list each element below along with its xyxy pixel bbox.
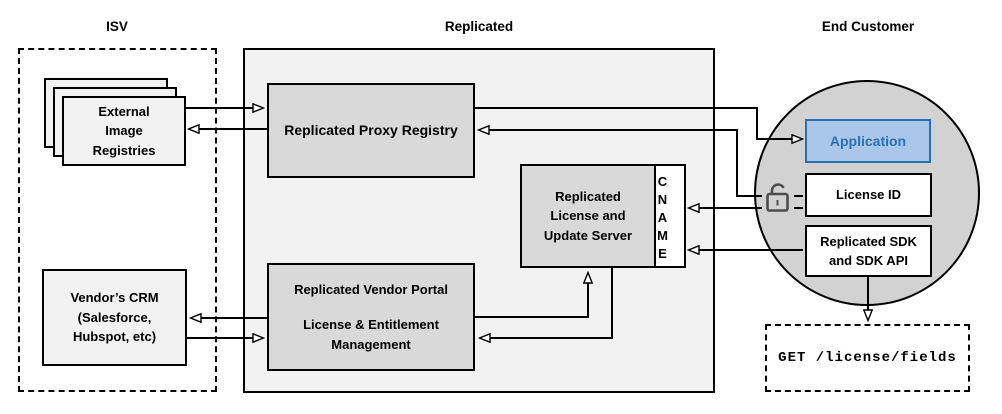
end-customer-section-title: End Customer [821,19,915,34]
get-endpoint-label: GET /license/fields [778,350,957,366]
vendor-portal-title: Replicated Vendor Portal [294,281,448,297]
license-update-server-node: Replicated License and Update Server [520,164,656,268]
license-id-node: License ID [805,173,932,217]
replicated-sdk-node: Replicated SDK and SDK API [805,225,932,277]
vendor-crm-node: Vendor’s CRM (Salesforce, Hubspot, etc) [42,269,187,366]
cname-strip: CNAME [654,164,686,268]
proxy-registry-node: Replicated Proxy Registry [267,83,475,178]
vendor-portal-subtitle: License & Entitlement Management [303,317,439,352]
external-image-registries-node: External Image Registries [62,96,186,166]
vendor-portal-node: Replicated Vendor Portal License & Entit… [267,263,475,371]
replicated-section-title: Replicated [444,19,514,34]
get-license-fields-node: GET /license/fields [765,324,970,392]
open-padlock-icon [762,183,794,215]
application-node: Application [805,119,931,163]
isv-section-title: ISV [106,19,128,34]
